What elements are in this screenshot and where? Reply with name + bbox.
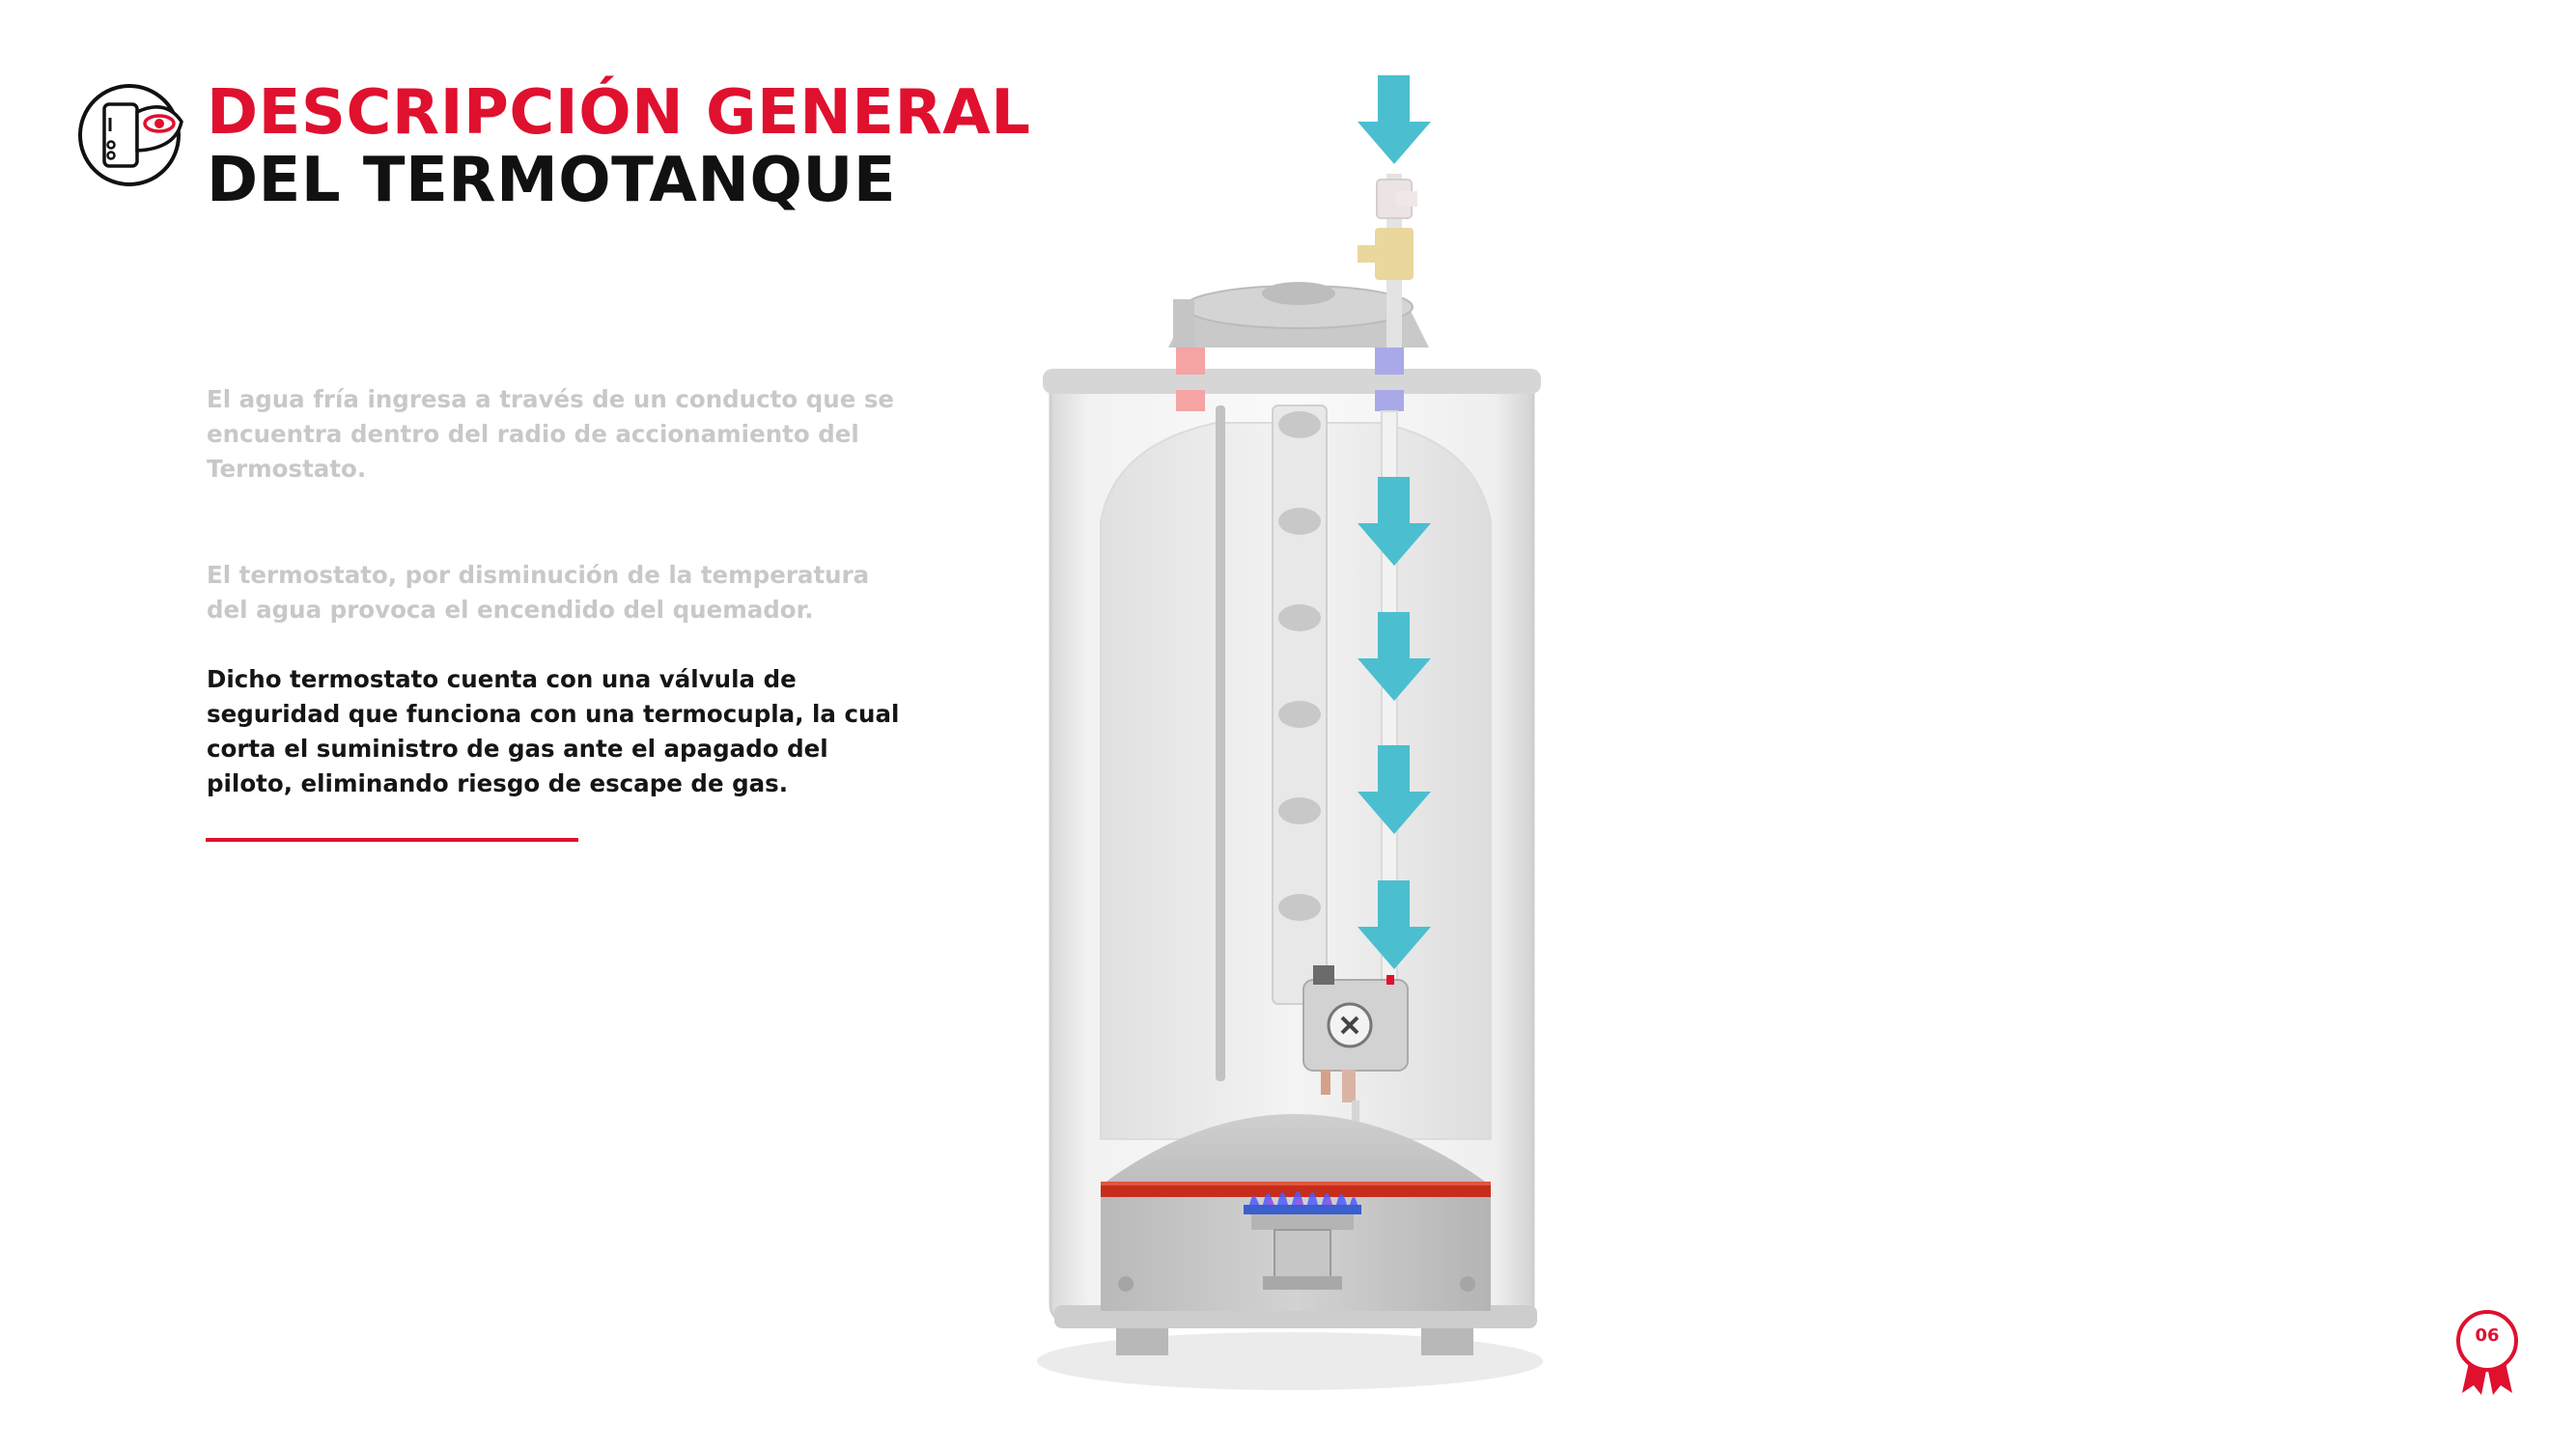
title-line-1: DESCRIPCIÓN GENERAL bbox=[207, 77, 1031, 149]
award-ribbon-icon bbox=[2456, 1310, 2518, 1395]
accent-divider bbox=[206, 838, 578, 842]
page-number: 06 bbox=[2475, 1325, 2500, 1346]
paragraph-thermostat-ignition: El termostato, por disminución de la tem… bbox=[207, 561, 870, 624]
page-title: DESCRIPCIÓN GENERAL DEL TERMOTANQUE bbox=[207, 79, 1031, 214]
water-heater-cutaway-illustration bbox=[1037, 75, 1543, 1390]
paragraph-cold-water-inlet: El agua fría ingresa a través de un cond… bbox=[207, 385, 895, 483]
paragraph-safety-valve: Dicho termostato cuenta con una válvula … bbox=[207, 665, 900, 797]
water-heater-inspect-icon bbox=[78, 84, 183, 186]
title-line-2: DEL TERMOTANQUE bbox=[207, 145, 897, 216]
